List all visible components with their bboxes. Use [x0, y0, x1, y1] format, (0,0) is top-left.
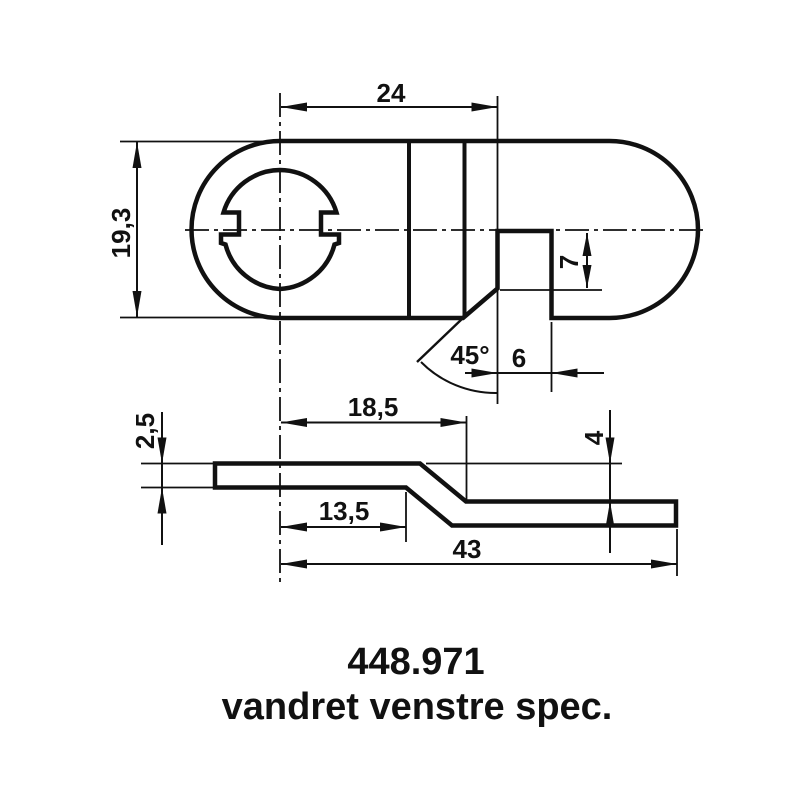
dim-height-label: 19,3	[106, 208, 136, 259]
arrowhead-down	[605, 437, 615, 464]
arrowhead-left	[281, 102, 307, 112]
dim-notch-width: 6	[465, 343, 604, 378]
dim-offset-bottom-label: 13,5	[319, 496, 370, 526]
dim-step-depth-label: 7	[554, 255, 584, 269]
arrowhead-right	[380, 522, 406, 532]
extension-lines	[120, 96, 678, 576]
dim-notch-width-label: 6	[512, 343, 526, 373]
dim-angle-label: 45°	[450, 340, 489, 370]
angle-arc	[420, 361, 498, 395]
arrowhead-down	[582, 265, 592, 288]
dim-width-label: 24	[377, 78, 406, 108]
dim-step-depth: 7	[554, 233, 592, 288]
dim-joggle-height-label: 4	[579, 430, 609, 445]
arrowhead-left	[281, 559, 307, 569]
dim-height: 19,3	[106, 142, 142, 317]
part-number: 448.971	[347, 641, 484, 683]
dim-offset-top: 18,5	[281, 392, 467, 427]
arrowhead-down	[132, 291, 142, 317]
arrowhead-left	[281, 418, 307, 427]
arrowhead-up	[132, 142, 142, 168]
arrowhead-up	[582, 233, 592, 256]
arrowhead-left	[281, 522, 307, 532]
arrowhead-up	[605, 501, 615, 528]
title-block: 448.971 vandret venstre spec.	[222, 641, 613, 728]
dim-thickness-label: 2,5	[130, 413, 160, 449]
arrowhead-right	[471, 368, 498, 378]
cam-mounting-hole	[218, 167, 342, 292]
arrowhead-left	[551, 368, 578, 378]
arrowhead-right	[651, 559, 677, 569]
chamfer-reference-line	[416, 317, 464, 363]
arrowhead-up	[157, 487, 167, 514]
part-caption: vandret venstre spec.	[222, 686, 613, 728]
dim-angle: 45°	[420, 340, 498, 395]
dim-overall-length: 43	[281, 534, 677, 569]
top-view	[189, 138, 701, 363]
side-view	[212, 461, 679, 528]
dim-offset-bottom: 13,5	[281, 496, 406, 532]
strip-profile-outline	[212, 461, 679, 528]
arrowhead-down	[157, 437, 167, 464]
dim-joggle-height: 4	[579, 410, 615, 553]
arrowhead-right	[471, 102, 498, 112]
dim-width: 24	[281, 78, 498, 112]
dim-overall-length-label: 43	[453, 534, 482, 564]
dim-offset-top-label: 18,5	[348, 392, 399, 422]
arrowhead-right	[440, 418, 467, 427]
centerlines	[185, 93, 706, 583]
cam-body-outline	[189, 138, 701, 321]
dim-thickness: 2,5	[130, 412, 167, 545]
